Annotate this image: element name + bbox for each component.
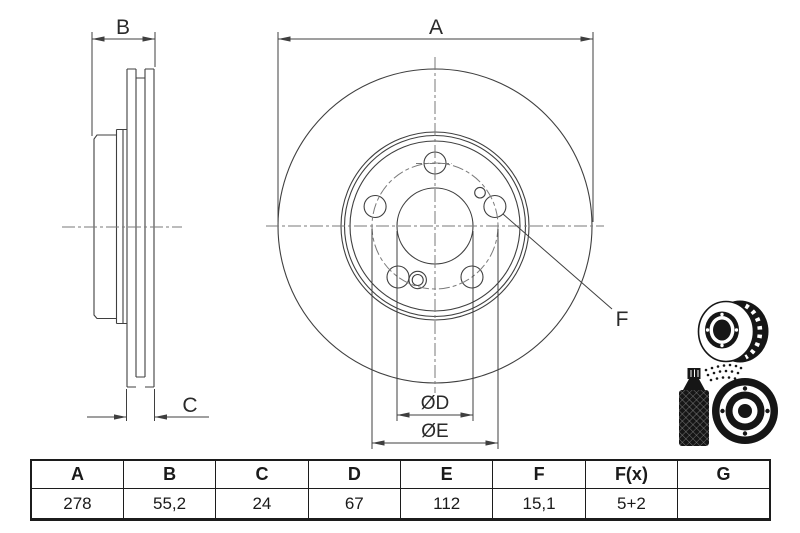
vented-brake-disc-3d-icon — [697, 300, 769, 363]
icon2-spray-dots — [704, 363, 743, 382]
dimension-a-label: A — [429, 16, 443, 39]
dimension-c-extension-lines — [126, 389, 155, 421]
bolt-hole — [386, 265, 410, 289]
friction-band-inner-edge — [340, 131, 530, 321]
dimension-e-label: ØE — [421, 421, 448, 442]
table-header-c: C — [215, 459, 309, 489]
table-value-fx: 5+2 — [584, 488, 679, 520]
table-header-d: D — [307, 459, 402, 489]
cross-section-view — [93, 68, 155, 388]
bolt-hole — [460, 265, 484, 289]
disc-outer-circle — [277, 68, 593, 384]
table-value-e: 112 — [399, 488, 494, 520]
leader-f-label: F — [616, 308, 629, 331]
bolt-hole — [483, 194, 507, 219]
locating-pin-hole — [474, 186, 486, 199]
icon2-hub-bore — [738, 404, 752, 418]
table-header-g: G — [677, 459, 771, 489]
table-value-d: 67 — [307, 488, 402, 520]
dimension-b-extension-lines — [91, 32, 156, 136]
table-value-row: 278 55,2 24 67 112 15,1 5+2 — [30, 488, 771, 520]
table-value-g — [677, 488, 771, 520]
table-header-fx: F(x) — [584, 459, 679, 489]
dimension-d: ØD — [396, 231, 474, 421]
front-view — [277, 68, 593, 384]
arrowhead — [397, 412, 410, 418]
table-header-b: B — [122, 459, 217, 489]
table-header-f: F — [492, 459, 586, 489]
arrowhead — [114, 414, 127, 420]
icon2-can-shoulder — [683, 379, 705, 390]
table-header-a: A — [30, 459, 124, 489]
countersunk-screw-hole-inner — [411, 273, 424, 287]
dimension-c-label: C — [182, 394, 197, 417]
dimension-e: ØE — [371, 229, 499, 449]
table-value-f: 15,1 — [492, 488, 586, 520]
countersunk-screw-hole-outer — [408, 270, 427, 290]
leader-f: F — [502, 213, 629, 331]
icon2-bolt-dots — [720, 386, 770, 436]
arrowhead — [372, 440, 385, 446]
arrowhead — [92, 36, 105, 42]
spray-coated-brake-disc-icon — [679, 363, 778, 446]
arrowhead — [460, 412, 473, 418]
icon2-can-head-stripes — [690, 369, 699, 377]
bolt-hole — [363, 194, 387, 219]
arrowhead — [142, 36, 155, 42]
dimension-table: A B C D E F F(x) G 278 55,2 24 67 112 15… — [30, 459, 771, 521]
icon-hub-bore — [713, 319, 731, 341]
dimension-b-label: B — [116, 16, 130, 39]
dimension-c: C — [87, 389, 209, 421]
icon-hub-bolt-dots — [705, 312, 739, 348]
arrowhead — [485, 440, 498, 446]
front-view-centerlines — [266, 57, 604, 393]
dimension-e-extension-lines — [371, 229, 499, 449]
table-value-b: 55,2 — [122, 488, 217, 520]
section-plate-caps — [127, 68, 154, 388]
technical-drawing: B C A — [62, 16, 778, 449]
table-header-e: E — [399, 459, 494, 489]
dimension-table-container: A B C D E F F(x) G 278 55,2 24 67 112 15… — [30, 459, 771, 521]
arrowhead — [154, 414, 167, 420]
dimension-b: B — [91, 16, 156, 136]
dimension-a-extension-lines — [277, 32, 594, 222]
arrowhead — [580, 36, 593, 42]
dimension-d-label: ØD — [421, 393, 450, 414]
table-value-c: 24 — [215, 488, 309, 520]
bolt-circle-centerline — [371, 162, 499, 290]
arrowhead — [278, 36, 291, 42]
table-value-a: 278 — [30, 488, 124, 520]
leader-f-line — [502, 213, 613, 310]
table-header-row: A B C D E F F(x) G — [30, 459, 771, 489]
icon2-can-body-hatch — [679, 390, 709, 446]
dimension-a: A — [277, 16, 594, 222]
dimension-d-extension-lines — [396, 231, 474, 421]
